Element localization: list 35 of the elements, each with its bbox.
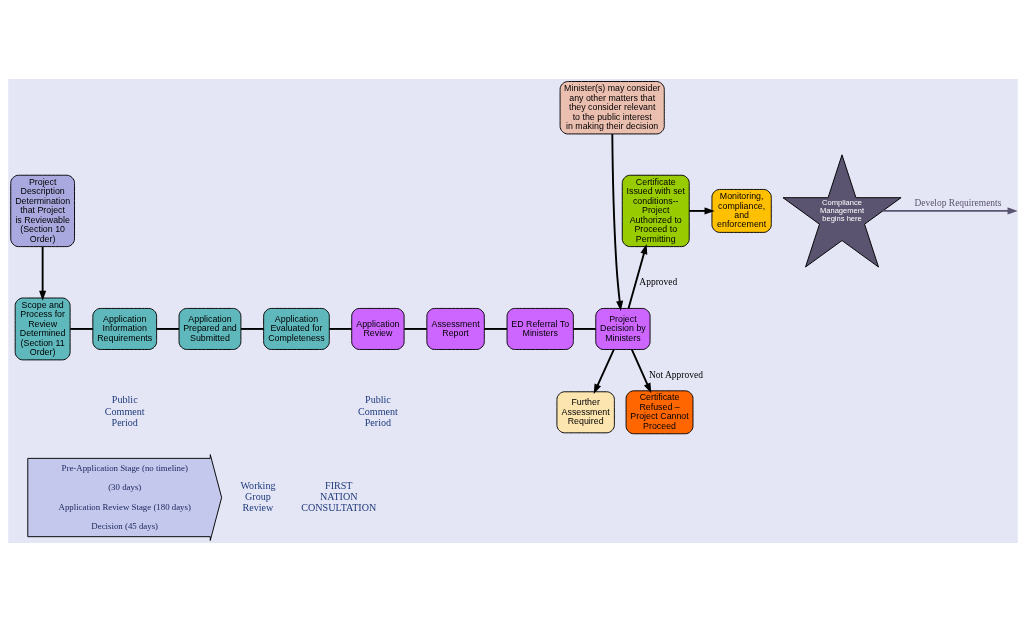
connector <box>69 328 94 330</box>
arrow <box>688 207 715 215</box>
connector <box>155 328 180 330</box>
edge-label: Approved <box>639 276 678 287</box>
label: Public Comment Period <box>104 394 145 429</box>
node-box: Application Information Requirements <box>92 307 158 350</box>
arrow <box>627 244 648 310</box>
arrow <box>593 348 615 395</box>
node-box: Certificate Issued with set conditions-- Project Authorized to Proceed to Permitting <box>621 174 690 248</box>
node-box: Monitoring, compliance, and enforcement <box>711 188 772 233</box>
edge-label: Not Approved <box>648 369 703 380</box>
connector <box>572 328 597 330</box>
connector <box>403 328 428 330</box>
arrow <box>630 348 652 394</box>
node-box: Project Decision by Ministers <box>595 307 651 350</box>
label: FIRST NATION CONSULTATION <box>301 479 377 514</box>
node-box: Project Description Determination that Project is Reviewable (Section 10 Order) <box>10 174 75 248</box>
node-box: Application Review <box>351 307 405 350</box>
node-box: Application Evaluated for Completeness <box>263 307 330 350</box>
node-box: Further Assessment Required <box>556 391 615 434</box>
connector <box>240 328 265 330</box>
node-box: Application Prepared and Submitted <box>178 307 242 350</box>
arrow <box>611 133 624 312</box>
edge-label: Develop Requirements <box>914 197 1002 208</box>
node-box: Assessment Report <box>426 307 485 350</box>
node-box: ED Referral To Ministers <box>506 307 574 350</box>
node-box: Certificate Refused – Project Cannot Proceed <box>625 390 694 435</box>
connector <box>483 328 508 330</box>
node-box: Scope and Process for Review Determined (Section 11 Order) <box>14 297 71 361</box>
label: Working Group Review <box>240 479 276 514</box>
connector <box>328 328 353 330</box>
node-box: Minister(s) may consider any other matters that they consider relevant to the public interest in making their decision <box>559 81 665 135</box>
arrow <box>882 207 1018 215</box>
label: Public Comment Period <box>358 394 398 429</box>
arrow <box>39 245 47 301</box>
